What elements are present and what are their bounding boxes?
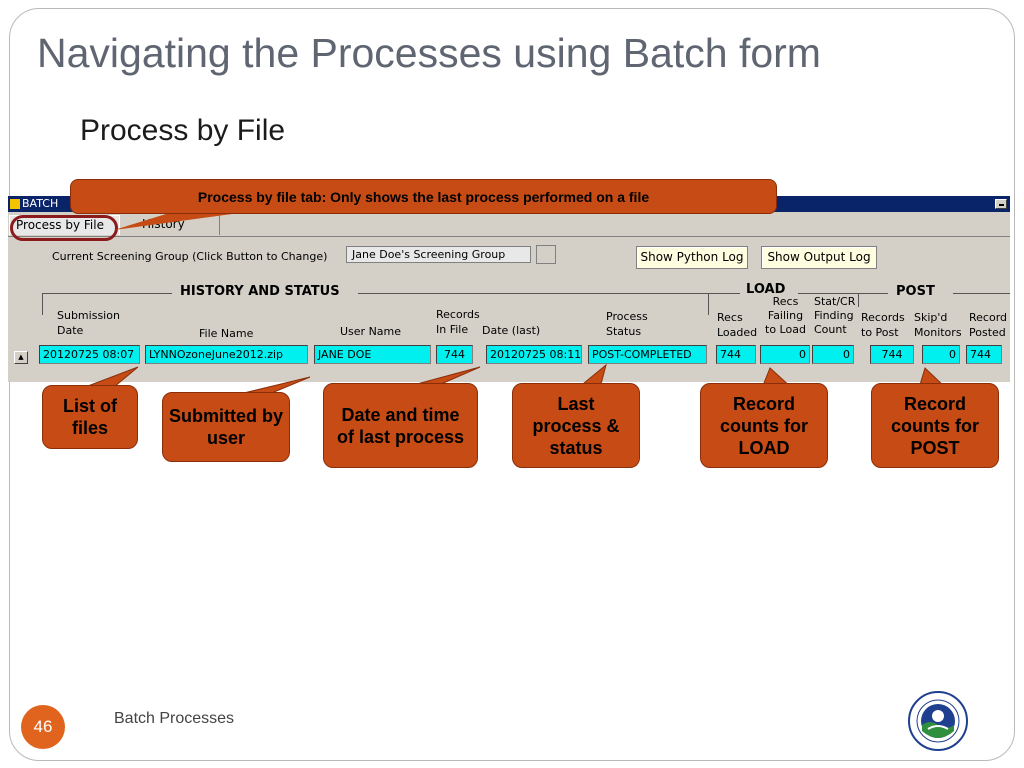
section-line <box>708 293 709 315</box>
cell-date-last[interactable]: 20120725 08:11 <box>486 345 582 364</box>
slide-subtitle: Process by File <box>80 114 286 147</box>
footer-text: Batch Processes <box>114 710 235 727</box>
callout-record-counts-post: Record counts for POST <box>871 383 999 468</box>
cell-recs-loaded[interactable]: 744 <box>716 345 756 364</box>
section-line <box>858 293 859 307</box>
callout-record-counts-load: Record counts for LOAD <box>700 383 828 468</box>
cell-records-to-post[interactable]: 744 <box>870 345 914 364</box>
callout-last-process: Last process & status <box>512 383 640 468</box>
col-skipd-monitors: Skip'd Monitors <box>914 311 962 339</box>
screening-group-field: Jane Doe's Screening Group <box>346 246 531 263</box>
tab-highlight-oval <box>10 215 118 241</box>
section-line <box>798 293 858 294</box>
cell-stat-cr[interactable]: 0 <box>812 345 854 364</box>
page-number: 46 <box>21 705 65 749</box>
show-python-log-button[interactable]: Show Python Log <box>636 246 748 269</box>
cell-process-status[interactable]: POST-COMPLETED <box>588 345 707 364</box>
cell-user-name[interactable]: JANE DOE <box>314 345 431 364</box>
callout-date-time: Date and time of last process <box>323 383 478 468</box>
cell-file-name[interactable]: LYNNOzoneJune2012.zip <box>145 345 308 364</box>
screening-group-label: Current Screening Group (Click Button to… <box>52 250 328 263</box>
col-records-posted: Record Posted <box>969 311 1008 339</box>
section-line <box>858 293 888 294</box>
callout-list-of-files: List of files <box>42 385 138 449</box>
col-records-to-post: Records to Post <box>861 311 905 339</box>
post-heading: POST <box>892 284 939 299</box>
col-file-name: File Name <box>199 327 254 340</box>
col-submission-date-label: Submission Date <box>57 309 120 337</box>
cell-records-in-file[interactable]: 744 <box>436 345 473 364</box>
section-line <box>358 293 738 294</box>
app-icon <box>10 199 20 209</box>
scroll-up-icon[interactable]: ▲ <box>14 351 28 364</box>
col-date-last: Date (last) <box>482 324 541 337</box>
slide-frame <box>9 8 1015 761</box>
col-user-name: User Name <box>340 325 402 338</box>
epa-seal-logo <box>908 691 968 751</box>
section-line <box>708 293 740 294</box>
col-submission-date: Submission Date <box>57 308 120 338</box>
history-status-heading: HISTORY AND STATUS <box>176 284 344 299</box>
callout-process-by-file-tab: Process by file tab: Only shows the last… <box>70 179 777 214</box>
show-output-log-button[interactable]: Show Output Log <box>761 246 877 269</box>
section-line <box>42 293 43 315</box>
col-process-status: Process Status <box>606 310 648 338</box>
cell-recs-failing[interactable]: 0 <box>760 345 810 364</box>
col-stat-cr: Stat/CR Finding Count <box>814 295 856 336</box>
col-records-in-file: Records In File <box>436 308 480 336</box>
col-recs-failing: Recs Failing to Load <box>765 295 806 336</box>
slide-title: Navigating the Processes using Batch for… <box>37 30 821 76</box>
minimize-icon[interactable] <box>995 199 1007 209</box>
cell-records-posted[interactable]: 744 <box>966 345 1002 364</box>
window-title: BATCH <box>22 197 59 210</box>
pointer-top <box>114 214 232 230</box>
section-line <box>42 293 172 294</box>
col-recs-loaded: Recs Loaded <box>717 311 758 339</box>
callout-submitted-by-user: Submitted by user <box>162 392 290 462</box>
cell-submission-date[interactable]: 20120725 08:07 <box>39 345 140 364</box>
section-line <box>953 293 1010 294</box>
change-group-button[interactable] <box>536 245 556 264</box>
load-heading: LOAD <box>742 282 790 297</box>
cell-skipd-monitors[interactable]: 0 <box>922 345 960 364</box>
